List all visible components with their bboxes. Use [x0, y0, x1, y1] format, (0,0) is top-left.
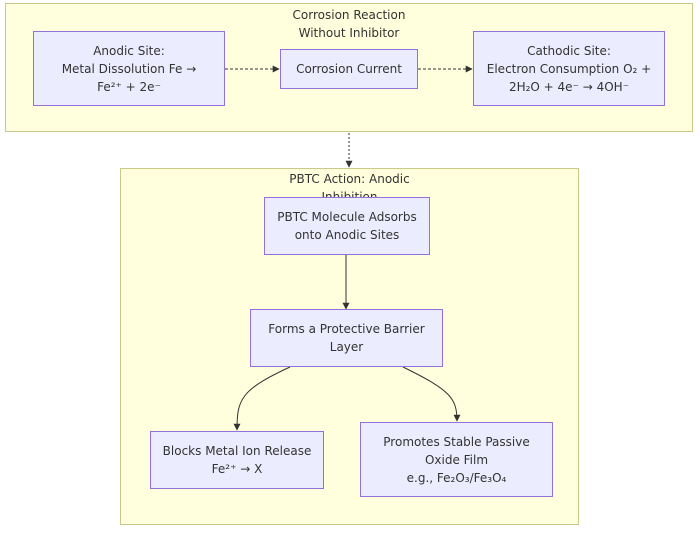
- node-blocks-metal-ion: Blocks Metal Ion Release Fe²⁺ → X: [150, 431, 324, 489]
- node-text-line: Anodic Site:: [93, 43, 165, 58]
- cluster-title-corrosion: Corrosion Reaction Without Inhibitor: [6, 6, 692, 42]
- node-passive-oxide-film: Promotes Stable Passive Oxide Film e.g.,…: [360, 422, 553, 497]
- cluster-title-line: Corrosion Reaction: [292, 8, 406, 22]
- node-text-line: Cathodic Site:: [527, 43, 611, 58]
- cluster-title-line: Without Inhibitor: [298, 26, 400, 40]
- node-text-line: onto Anodic Sites: [294, 228, 400, 242]
- node-protective-barrier: Forms a Protective Barrier Layer: [250, 309, 443, 367]
- node-text-line: Fe²⁺ → X: [211, 462, 263, 476]
- node-text-line: Metal Dissolution Fe →: [61, 61, 197, 76]
- node-text-line: e.g., Fe₂O₃/Fe₃O₄: [406, 470, 507, 485]
- node-corrosion-current: Corrosion Current: [280, 49, 418, 89]
- cluster-title-line: PBTC Action: Anodic: [289, 172, 410, 186]
- node-text-line: 2H₂O + 4e⁻ → 4OH⁻: [508, 79, 630, 94]
- edge-barrier-to-passive: [402, 366, 461, 422]
- node-text-line: Promotes Stable Passive: [383, 434, 530, 449]
- node-text-line: Corrosion Current: [296, 62, 402, 76]
- node-anodic-site: Anodic Site: Metal Dissolution Fe → Fe²⁺…: [33, 31, 225, 106]
- node-cathodic-site: Cathodic Site: Electron Consumption O₂ +…: [473, 31, 665, 106]
- node-text-line: Fe²⁺ + 2e⁻: [97, 79, 161, 94]
- node-text-line: Layer: [329, 340, 364, 354]
- node-text-line: Electron Consumption O₂ +: [486, 61, 652, 76]
- edge-barrier-to-blocks: [233, 366, 291, 431]
- node-pbtc-adsorbs: PBTC Molecule Adsorbs onto Anodic Sites: [264, 197, 430, 255]
- node-text-line: PBTC Molecule Adsorbs: [277, 210, 417, 224]
- node-text-line: Blocks Metal Ion Release: [162, 444, 312, 458]
- node-text-line: Forms a Protective Barrier: [268, 322, 425, 336]
- node-text-line: Oxide Film: [424, 452, 489, 467]
